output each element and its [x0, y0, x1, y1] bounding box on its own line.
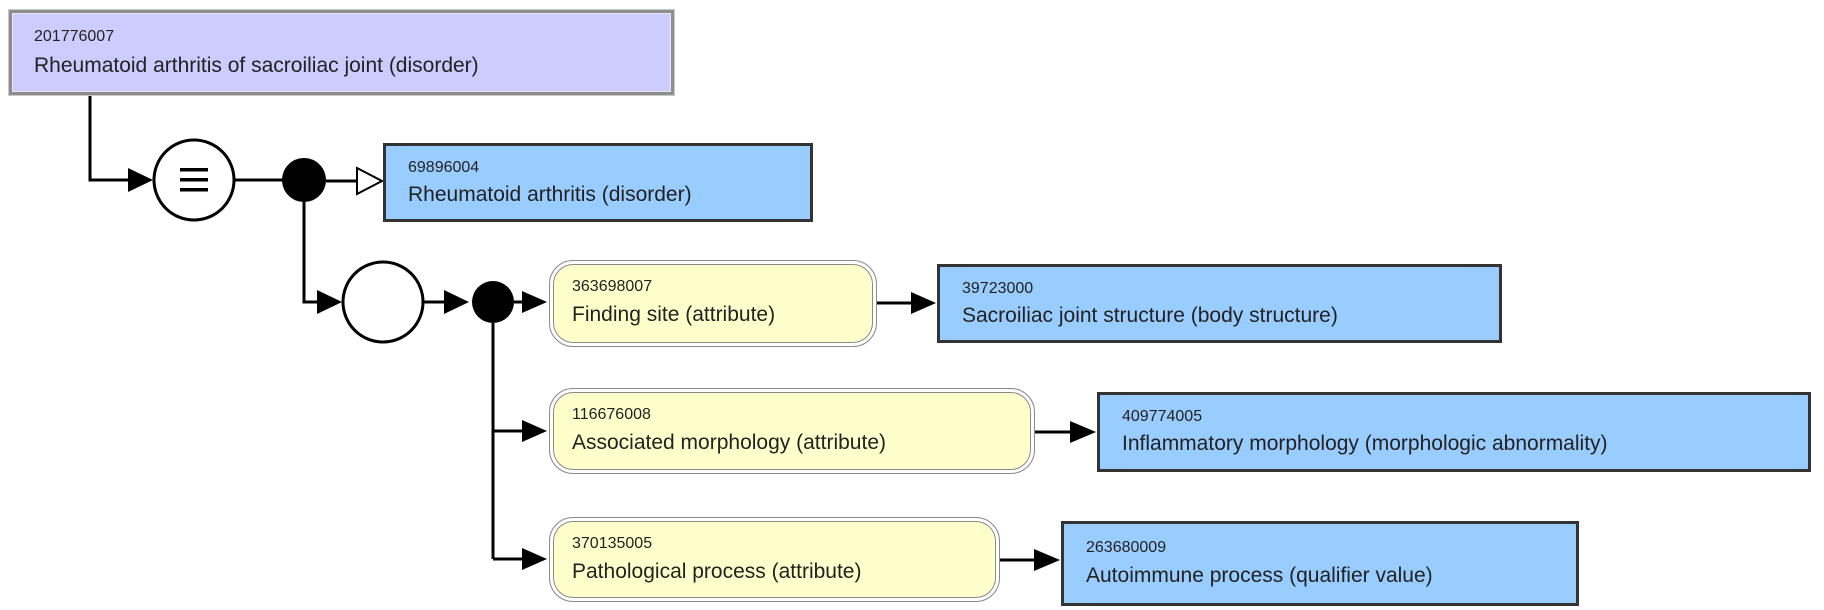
concept-term: Rheumatoid arthritis (disorder) [408, 183, 692, 206]
focus-concept-node[interactable]: 201776007 Rheumatoid arthritis of sacroi… [9, 10, 674, 95]
concept-term: Sacroiliac joint structure (body structu… [962, 304, 1338, 327]
concept-term: Autoimmune process (qualifier value) [1086, 564, 1433, 587]
arrowhead [911, 292, 936, 314]
attribute-term: Associated morphology (attribute) [572, 431, 886, 454]
value-concept-node-autoimmune-process[interactable]: 263680009 Autoimmune process (qualifier … [1061, 521, 1579, 606]
attribute-node-pathological-process[interactable]: 370135005 Pathological process (attribut… [549, 517, 1000, 602]
attribute-node-finding-site[interactable]: 363698007 Finding site (attribute) [549, 260, 877, 347]
attribute-term: Finding site (attribute) [572, 303, 776, 326]
concept-id: 201776007 [34, 28, 115, 45]
is-a-arrow-icon [356, 166, 385, 196]
value-concept-node-inflammatory-morphology[interactable]: 409774005 Inflammatory morphology (morph… [1097, 392, 1811, 472]
arrowhead [522, 420, 547, 442]
role-group-conjunction-dot-icon [472, 281, 514, 323]
arrowhead [522, 291, 547, 313]
concept-id: 263680009 [1086, 539, 1167, 556]
concept-id: 69896004 [408, 159, 480, 176]
role-group-icon [341, 260, 425, 344]
concept-term: Rheumatoid arthritis of sacroiliac joint… [34, 54, 479, 77]
connector-focus-to-definition [88, 95, 128, 182]
conjunction-dot-icon [282, 158, 326, 202]
parent-concept-node[interactable]: 69896004 Rheumatoid arthritis (disorder) [383, 143, 813, 222]
value-concept-node-sacroiliac-joint[interactable]: 39723000 Sacroiliac joint structure (bod… [937, 264, 1502, 343]
arrowhead [1034, 549, 1060, 571]
concept-id: 409774005 [1122, 408, 1203, 425]
attribute-node-associated-morphology[interactable]: 116676008 Associated morphology (attribu… [549, 388, 1035, 474]
concept-id: 39723000 [962, 280, 1034, 297]
attribute-id: 370135005 [572, 535, 653, 552]
arrowhead [1070, 421, 1096, 443]
arrowhead [317, 290, 342, 314]
arrowhead [128, 168, 153, 192]
attribute-id: 116676008 [572, 406, 651, 423]
concept-term: Inflammatory morphology (morphologic abn… [1122, 432, 1608, 455]
arrowhead [522, 548, 547, 570]
attribute-id: 363698007 [572, 278, 653, 295]
equivalence-symbol-icon [180, 168, 208, 192]
connector-to-role-group [302, 202, 317, 304]
attribute-term: Pathological process (attribute) [572, 560, 862, 583]
arrowhead [444, 290, 469, 314]
